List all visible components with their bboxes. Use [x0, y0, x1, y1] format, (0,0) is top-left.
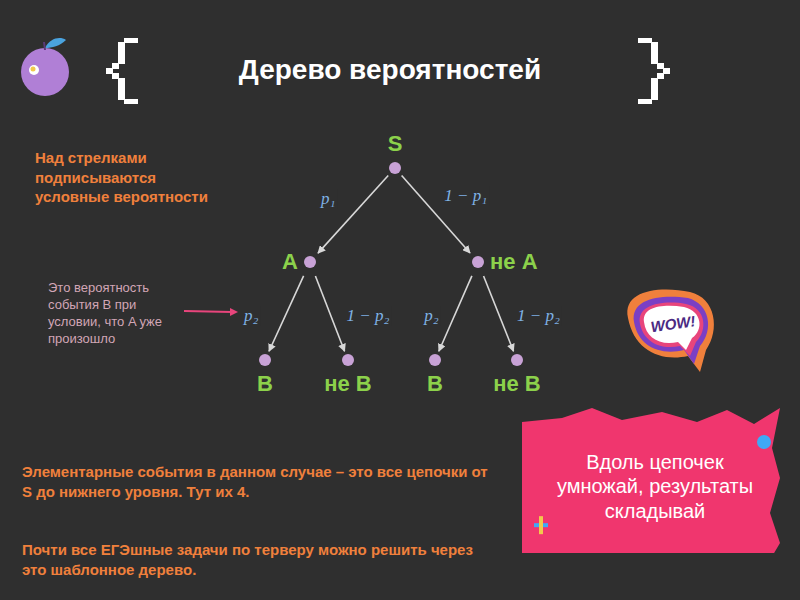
tree-arrow — [315, 276, 344, 351]
node-label: B — [427, 372, 443, 396]
node-dot — [342, 354, 354, 366]
node-dot — [259, 354, 271, 366]
tree-arrow — [269, 276, 304, 351]
probability-label: 1 − p₂ — [515, 306, 562, 326]
node-label: не B — [493, 372, 541, 396]
node-label: не A — [490, 250, 538, 274]
tree-arrow — [484, 276, 514, 351]
tree-arrow — [439, 276, 472, 351]
node-label: A — [282, 250, 298, 274]
tree-node: A — [282, 250, 316, 274]
node-label: не B — [324, 372, 372, 396]
wow-sticker — [627, 290, 714, 372]
tree-node: S — [388, 132, 403, 174]
tree-node: не B — [493, 354, 541, 396]
node-dot — [304, 256, 316, 268]
node-dot — [472, 256, 484, 268]
probability-label: p₁ — [319, 189, 337, 209]
tree-node: B — [427, 354, 443, 396]
node-dot — [511, 354, 523, 366]
node-dot — [429, 354, 441, 366]
node-label: B — [257, 372, 273, 396]
title-braces — [106, 38, 670, 104]
tree-node: не A — [472, 250, 538, 274]
tip-text: Вдоль цепочек умножай, результаты склады… — [556, 450, 754, 523]
tree-arrow — [318, 175, 388, 253]
probability-label: 1 − p₁ — [442, 186, 489, 206]
node-dot — [389, 162, 401, 174]
apple-icon — [21, 38, 69, 96]
probability-label: p₂ — [242, 306, 260, 326]
leader-arrow — [184, 308, 238, 316]
sticker-text: WOW! — [649, 311, 696, 337]
note: Почти все ЕГЭшные задачи по терверу можн… — [22, 540, 497, 579]
tip-box: Вдоль цепочек умножай, результаты склады… — [522, 408, 780, 553]
probability-label: 1 − p₂ — [345, 306, 392, 326]
note: Над стрелками подписываются условные вер… — [35, 148, 220, 207]
node-label: S — [388, 132, 403, 156]
probability-label: p₂ — [422, 306, 440, 326]
title: Дерево вероятностей — [150, 54, 630, 86]
tree-node: не B — [324, 354, 372, 396]
tree-node: B — [257, 354, 273, 396]
note: Элементарные события в данном случае – э… — [22, 462, 497, 501]
callout-note: Это вероятность события B при условии, ч… — [48, 280, 183, 348]
